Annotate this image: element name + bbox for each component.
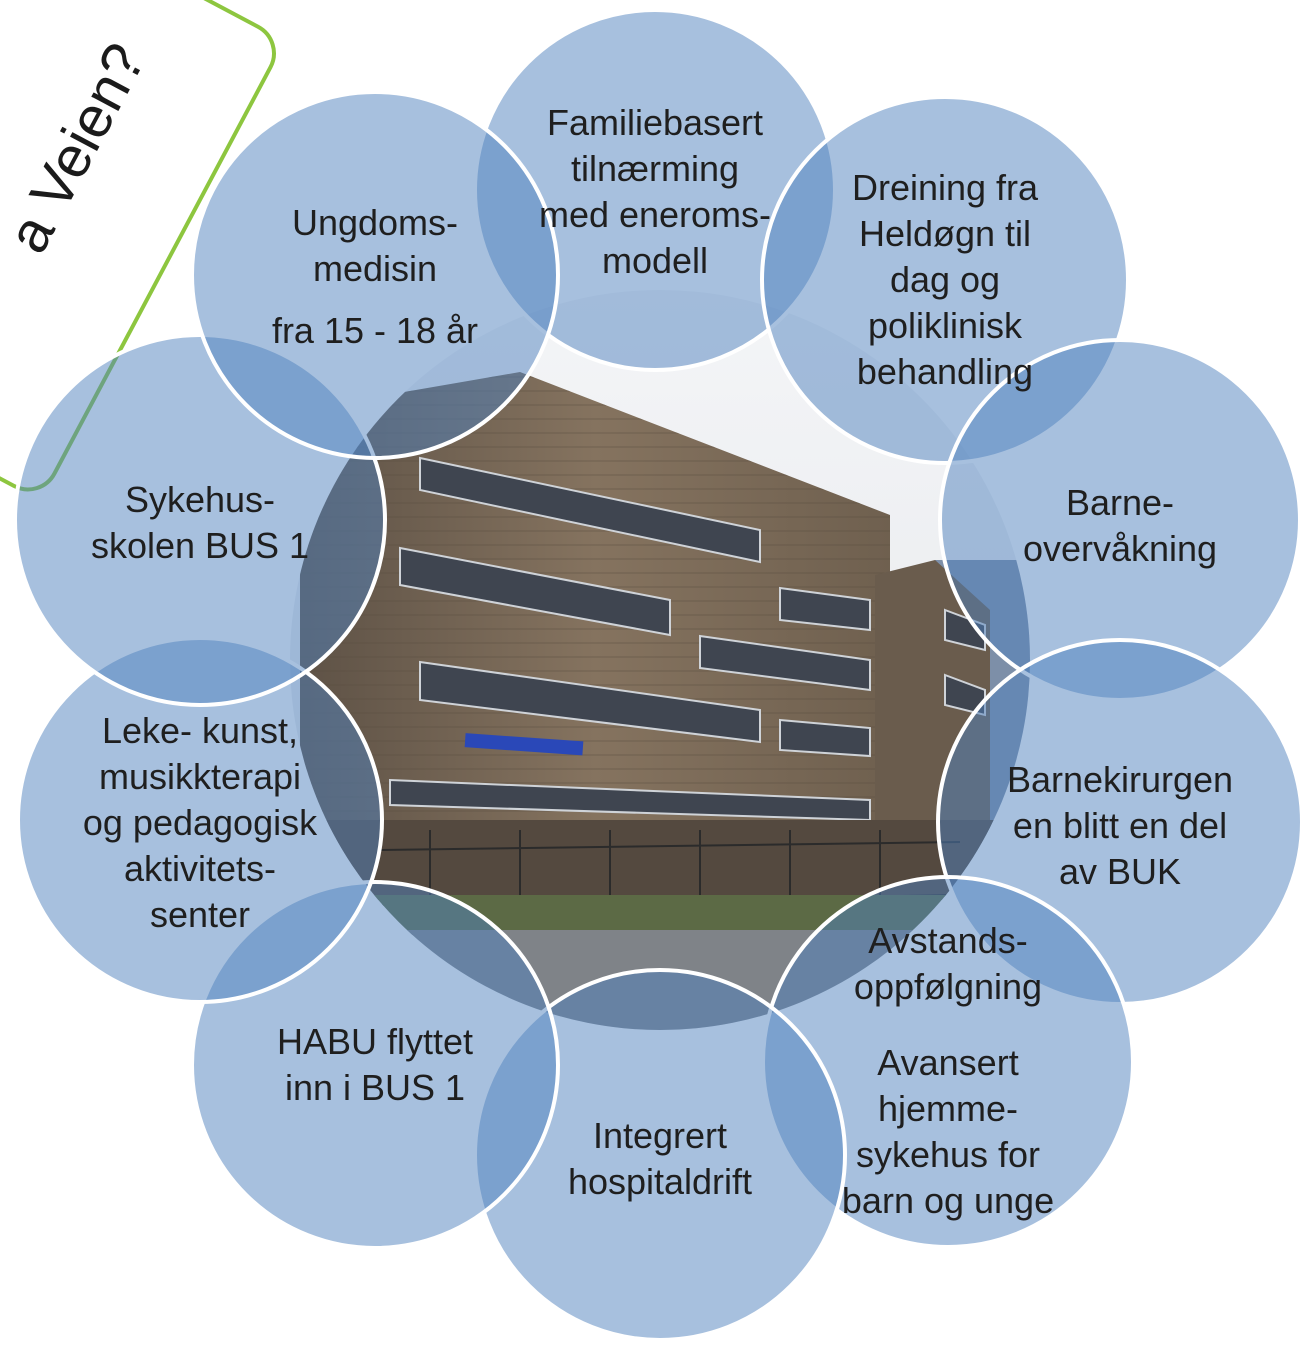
callout-box xyxy=(0,0,276,492)
bubble-ring xyxy=(13,8,1301,1342)
bubble-ungdomsmedisin xyxy=(190,90,560,460)
